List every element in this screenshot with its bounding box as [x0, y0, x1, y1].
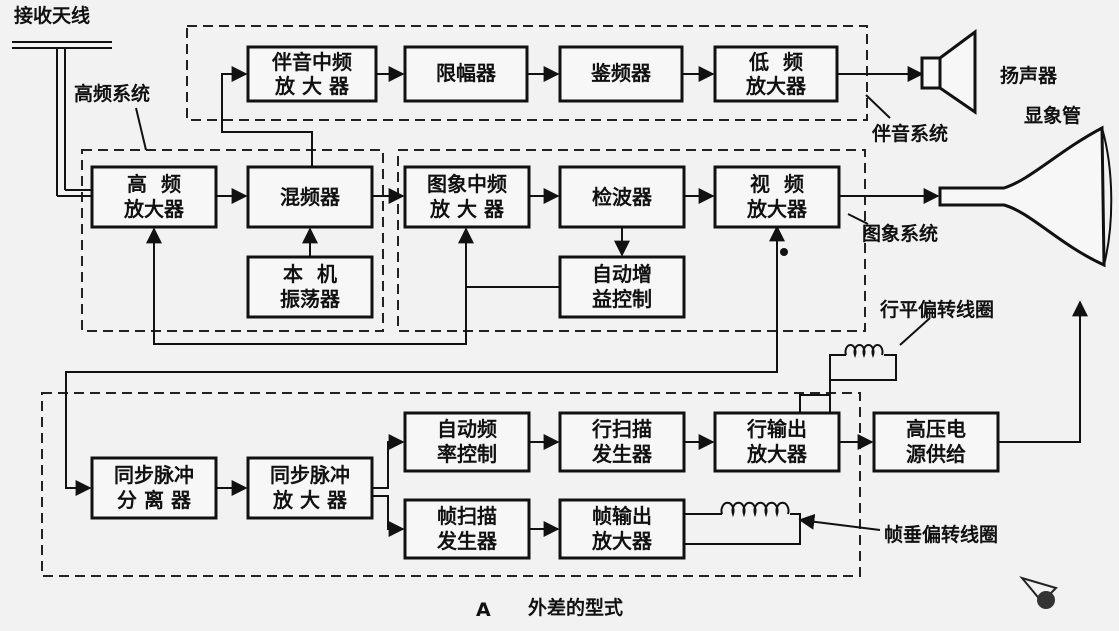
v-osc-line1: 帧扫描: [437, 504, 497, 528]
hv-supply-block: 高压电 源供给: [872, 411, 1000, 473]
h-osc-line1: 行扫描: [591, 417, 652, 441]
h-deflection-coil-icon: [844, 317, 931, 359]
sync-sep-line1: 同步脉冲: [114, 463, 194, 487]
discriminator-label: 鉴频器: [590, 61, 652, 85]
speaker-icon: [920, 29, 977, 115]
h-osc-line2: 发生器: [591, 442, 653, 466]
sync-amplifier-block: 同步脉冲 放 大 器: [246, 456, 374, 520]
local-osc-line2: 振荡器: [280, 287, 341, 311]
stamp-mark-icon: [1019, 576, 1058, 609]
discriminator-block: 鉴频器: [558, 45, 684, 103]
audio-amp-line2: 放大器: [745, 74, 807, 98]
picture-if-line1: 图象中频: [427, 172, 507, 196]
rf-amp-line1: 高 频: [127, 172, 181, 196]
h-oscillator-block: 行扫描 发生器: [558, 411, 686, 473]
h-coil-label: 行平偏转线圈: [879, 298, 994, 321]
sound-if-line1: 伴音中频: [271, 50, 352, 74]
h-out-line2: 放大器: [746, 442, 808, 466]
picture-system-group: [397, 149, 866, 332]
local-osc-line1: 本 机: [283, 262, 337, 286]
limiter-block: 限幅器: [403, 45, 529, 103]
sound-if-line2: 放 大 器: [274, 74, 350, 98]
agc-line2: 益控制: [592, 287, 652, 311]
mixer-block: 混频器: [246, 165, 374, 229]
agc-block: 自动增 益控制: [558, 255, 686, 319]
v-output-amplifier-block: 帧输出 放大器: [558, 498, 686, 560]
hv-supply-line1: 高压电: [906, 417, 966, 441]
crt-picture-tube-icon: [938, 125, 1113, 268]
sync-separator-block: 同步脉冲 分 离 器: [90, 456, 218, 520]
caption-text: 外差的型式: [528, 596, 623, 619]
picture-if-line2: 放 大 器: [429, 197, 505, 221]
mixer-label: 混频器: [280, 185, 341, 209]
hv-supply-line2: 源供给: [906, 442, 966, 466]
hf-system-group: [81, 149, 384, 332]
picture-system-label: 图象系统: [862, 222, 938, 245]
v-out-line1: 帧输出: [592, 504, 652, 528]
audio-amplifier-block: 低 频 放大器: [713, 45, 839, 103]
video-amp-line2: 放大器: [746, 197, 808, 221]
sync-amp-line1: 同步脉冲: [270, 463, 350, 487]
h-out-line1: 行输出: [746, 417, 807, 441]
v-deflection-coil-icon: [720, 501, 881, 531]
limiter-label: 限幅器: [436, 61, 497, 85]
scan-system-group: [41, 392, 861, 577]
rf-amplifier-block: 高 频 放大器: [90, 165, 218, 229]
afc-block: 自动频 率控制: [403, 411, 531, 473]
v-out-line2: 放大器: [591, 529, 653, 553]
v-coil-label: 帧垂偏转线圈: [884, 523, 998, 546]
v-oscillator-block: 帧扫描 发生器: [403, 498, 531, 560]
video-amplifier-block: 视 频 放大器: [713, 165, 841, 229]
audio-amp-line1: 低 频: [748, 50, 803, 74]
sync-amp-line2: 放 大 器: [272, 488, 348, 512]
sync-sep-line2: 分 离 器: [117, 488, 192, 512]
hf-system-label: 高频系统: [74, 82, 150, 105]
caption-letter: A: [476, 599, 491, 621]
connection-lines: [65, 66, 1088, 545]
crt-label: 显象管: [1024, 104, 1081, 127]
picture-if-amplifier-block: 图象中频 放 大 器: [403, 165, 531, 229]
afc-line1: 自动频: [437, 417, 497, 441]
antenna-icon: [12, 41, 112, 197]
afc-line2: 率控制: [437, 442, 497, 466]
agc-line1: 自动增: [592, 262, 652, 286]
sound-system-label: 伴音系统: [871, 122, 948, 145]
v-osc-line2: 发生器: [436, 529, 498, 553]
antenna-label: 接收天线: [14, 4, 90, 27]
sound-if-amplifier-block: 伴音中频 放 大 器: [246, 45, 378, 103]
local-oscillator-block: 本 机 振荡器: [246, 255, 374, 319]
speaker-label: 扬声器: [1000, 64, 1058, 87]
detector-label: 检波器: [592, 185, 653, 209]
h-output-amplifier-block: 行输出 放大器: [713, 411, 841, 473]
rf-amp-line2: 放大器: [123, 197, 185, 221]
video-amp-line1: 视 频: [750, 172, 804, 196]
detector-block: 检波器: [558, 165, 686, 229]
